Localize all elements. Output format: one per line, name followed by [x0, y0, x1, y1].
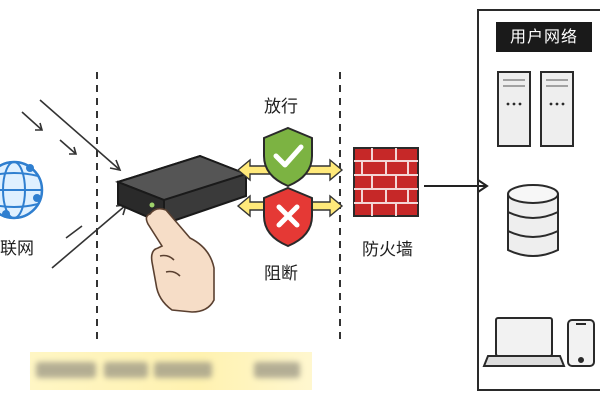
internet-label: 联网: [0, 239, 34, 259]
laptop-icon: [482, 317, 566, 367]
block-label: 阻断: [264, 264, 298, 284]
pointing-hand-icon: [145, 207, 215, 313]
allow-label: 放行: [264, 97, 298, 117]
blurred-caption: [30, 352, 312, 390]
user-network-panel: [477, 9, 600, 391]
x-shield-icon: [263, 186, 313, 248]
smartphone-icon: [567, 319, 595, 367]
server-icon: [497, 71, 574, 147]
brick-wall-icon: [353, 147, 419, 217]
user-network-title: 用户网络: [496, 22, 592, 52]
router-device-icon: [115, 154, 249, 226]
firewall-to-network-arrow: [424, 179, 489, 193]
checkmark-shield-icon: [263, 126, 313, 188]
firewall-label: 防火墙: [362, 240, 413, 260]
database-icon: [507, 184, 559, 257]
globe-icon: [0, 160, 44, 220]
incoming-traffic-arrows: [21, 99, 128, 269]
